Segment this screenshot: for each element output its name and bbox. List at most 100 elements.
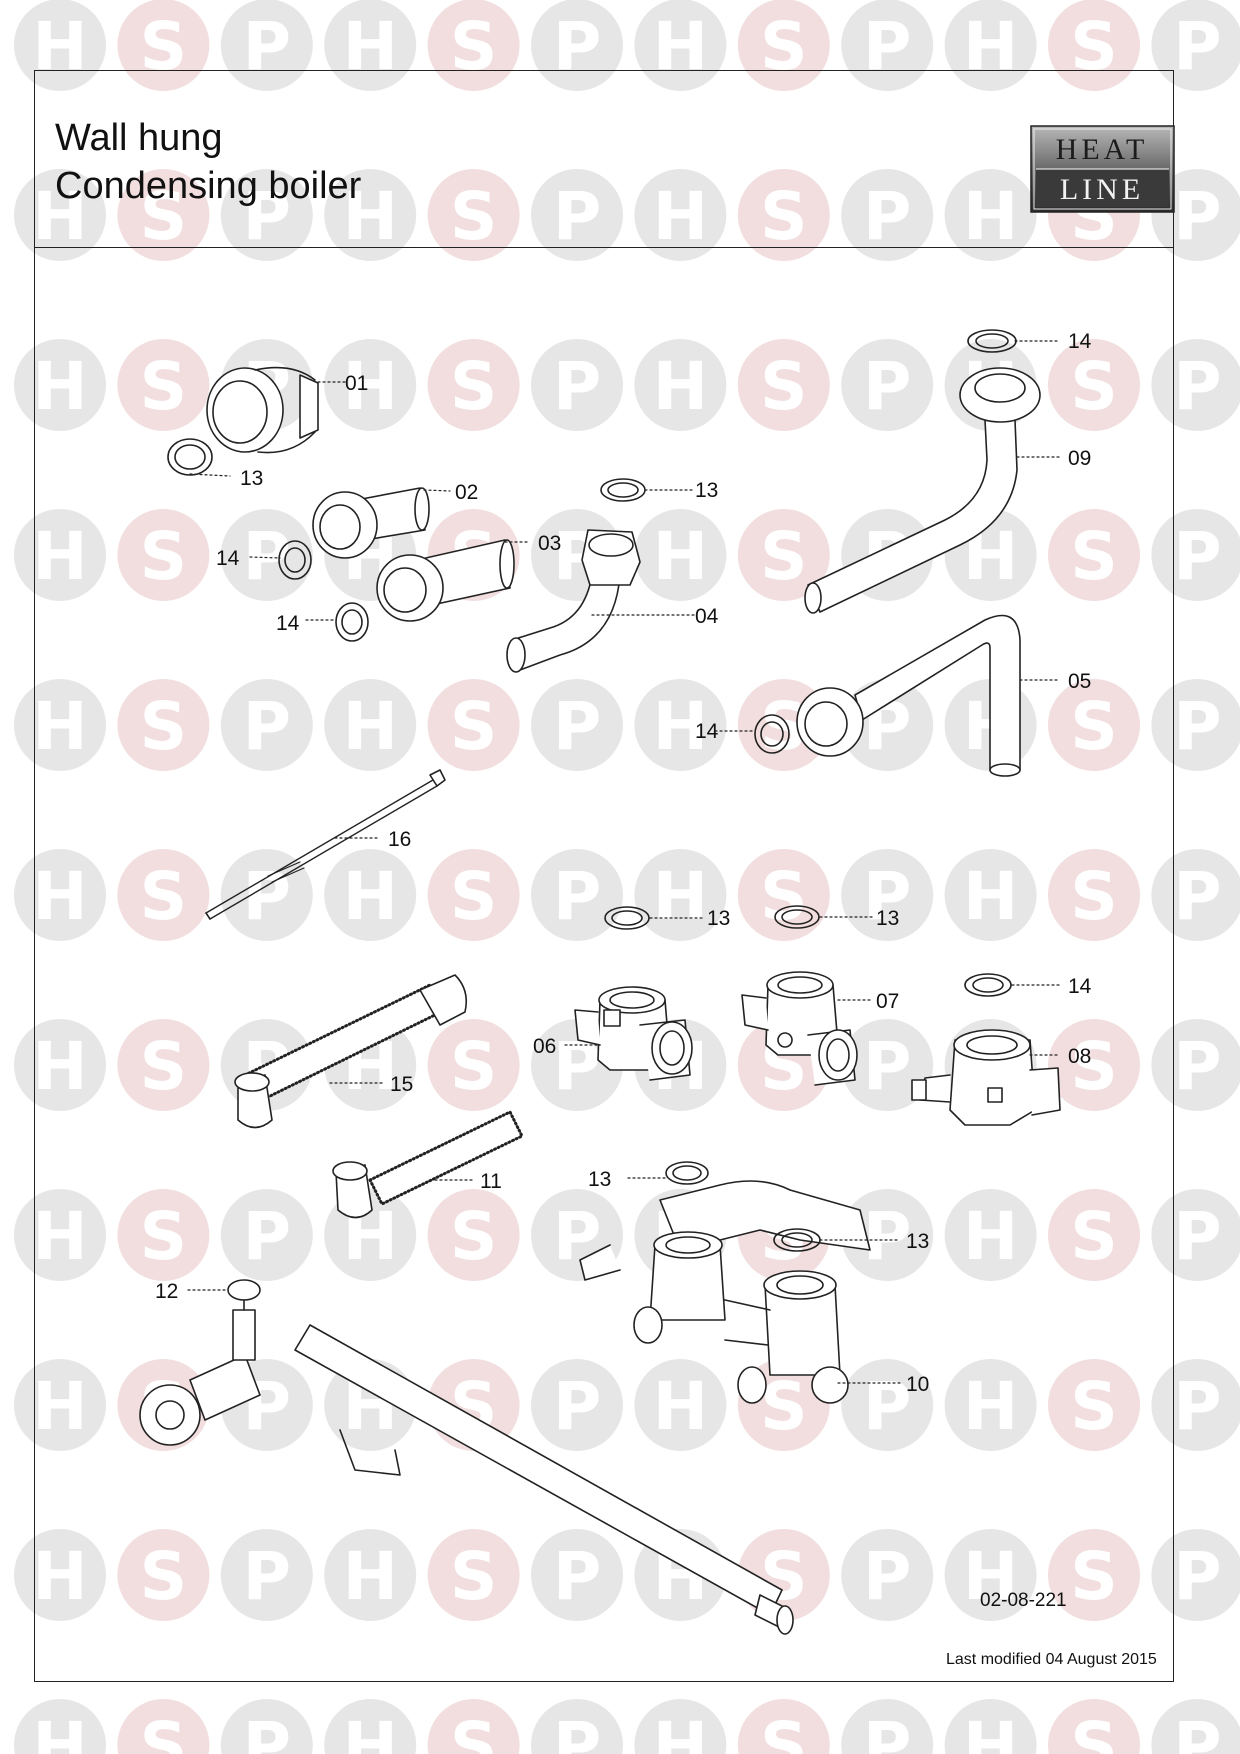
watermark-circle [1048, 509, 1140, 601]
watermark-circle [944, 1189, 1037, 1281]
label-14c: 14 [1068, 330, 1092, 353]
part-01-union-fitting [206, 366, 319, 454]
washer-14b [335, 602, 369, 642]
part-02-nut-tube [312, 487, 430, 559]
watermark-letter: H [343, 1538, 398, 1615]
washer-14d [754, 714, 790, 754]
watermark-letter: P [1173, 8, 1221, 85]
watermark-circle [1048, 1189, 1140, 1281]
drawing-number: 02-08-221 [980, 1590, 1067, 1611]
watermark-circle [14, 339, 106, 431]
watermark-circle [14, 849, 106, 941]
watermark-letter: S [1070, 1368, 1118, 1445]
watermark-letter: P [863, 8, 911, 85]
watermark-circle [14, 0, 106, 91]
watermark-circle [324, 0, 417, 91]
watermark-letter: H [963, 1368, 1018, 1445]
watermark-letter: H [32, 1028, 87, 1105]
watermark-circle [531, 0, 623, 91]
part-15-flexible-hose [234, 974, 468, 1129]
part-05-u-pipe [796, 614, 1021, 777]
watermark-letter: H [32, 1708, 87, 1754]
watermark-letter: S [140, 348, 188, 425]
watermark-letter: H [343, 688, 398, 765]
label-15: 15 [390, 1073, 413, 1096]
watermark-circle [14, 509, 106, 601]
watermark-circle [324, 1699, 417, 1754]
watermark-letter: H [32, 688, 87, 765]
watermark-letter: P [863, 858, 911, 935]
watermark-letter: S [760, 348, 808, 425]
watermark-circle [944, 169, 1037, 261]
watermark-letter: H [653, 858, 708, 935]
watermark-letter: H [963, 1708, 1018, 1754]
watermark-circle [634, 0, 727, 91]
watermark-letter: P [1173, 1198, 1221, 1275]
watermark-letter: P [243, 1198, 291, 1275]
watermark-letter: P [553, 1368, 601, 1445]
watermark-circle [841, 1529, 934, 1621]
watermark-letter: P [1173, 1538, 1221, 1615]
watermark-letter: H [963, 8, 1018, 85]
watermark-letter: P [243, 858, 291, 935]
part-number-labels: 01 13 02 03 14 14 13 04 14 09 05 14 16 1… [155, 330, 1092, 1396]
watermark-letter: H [32, 178, 87, 255]
watermark-letter: H [343, 178, 398, 255]
watermark-circle [117, 1699, 210, 1754]
watermark-circle [944, 849, 1037, 941]
watermark-letter: P [863, 1538, 911, 1615]
watermark-letter: S [760, 858, 808, 935]
label-08: 08 [1068, 1045, 1091, 1068]
label-13e: 13 [588, 1168, 611, 1191]
label-13c: 13 [707, 907, 730, 930]
watermark-circle [14, 1529, 106, 1621]
watermark-letter: S [140, 1708, 188, 1754]
watermark-circle [841, 1699, 934, 1754]
watermark-circle [14, 1359, 106, 1451]
watermark-circle [324, 339, 417, 431]
watermark-circle [1048, 0, 1140, 91]
watermark-letter: S [1070, 688, 1118, 765]
label-05: 05 [1068, 670, 1091, 693]
watermark-letter: H [963, 858, 1018, 935]
watermark-circle [531, 679, 623, 771]
logo-text-line: LINE [1060, 173, 1144, 206]
watermark-circle [737, 339, 830, 431]
watermark-circle [1151, 1699, 1240, 1754]
watermark-letter: H [653, 1368, 708, 1445]
watermark-letter: P [243, 8, 291, 85]
watermark-circle [1048, 339, 1140, 431]
watermark-letter: P [863, 1708, 911, 1754]
watermark-letter: P [553, 178, 601, 255]
watermark-letter: P [243, 178, 291, 255]
watermark-circle [117, 1019, 210, 1111]
watermark-letter: P [863, 1368, 911, 1445]
watermark-letter: P [863, 1028, 911, 1105]
watermark-letter: P [1173, 688, 1221, 765]
watermark-letter: S [450, 688, 498, 765]
watermark-circle [14, 169, 106, 261]
watermark-circle [634, 339, 727, 431]
watermark-circle [117, 339, 210, 431]
watermark-circle [531, 339, 623, 431]
watermark-circle [634, 509, 727, 601]
logo-text-heat: HEAT [1056, 133, 1149, 166]
watermark-letter: S [450, 178, 498, 255]
label-13d: 13 [876, 907, 899, 930]
watermark-letter: S [760, 1708, 808, 1754]
watermark-circle [737, 1699, 830, 1754]
last-modified-date: Last modified 04 August 2015 [946, 1651, 1157, 1668]
watermark-circle [427, 339, 520, 431]
watermark-circle [220, 1529, 313, 1621]
watermark-letter: P [1173, 1368, 1221, 1445]
washer-13c [604, 906, 650, 930]
watermark-letter: H [653, 1708, 708, 1754]
watermark-letter: H [32, 1538, 87, 1615]
watermark-letter: S [140, 1028, 188, 1105]
watermark-circle [324, 849, 417, 941]
label-13b: 13 [695, 479, 718, 502]
watermark-circle [220, 1699, 313, 1754]
watermark-circle [1048, 1699, 1140, 1754]
watermark-letter: H [343, 1708, 398, 1754]
